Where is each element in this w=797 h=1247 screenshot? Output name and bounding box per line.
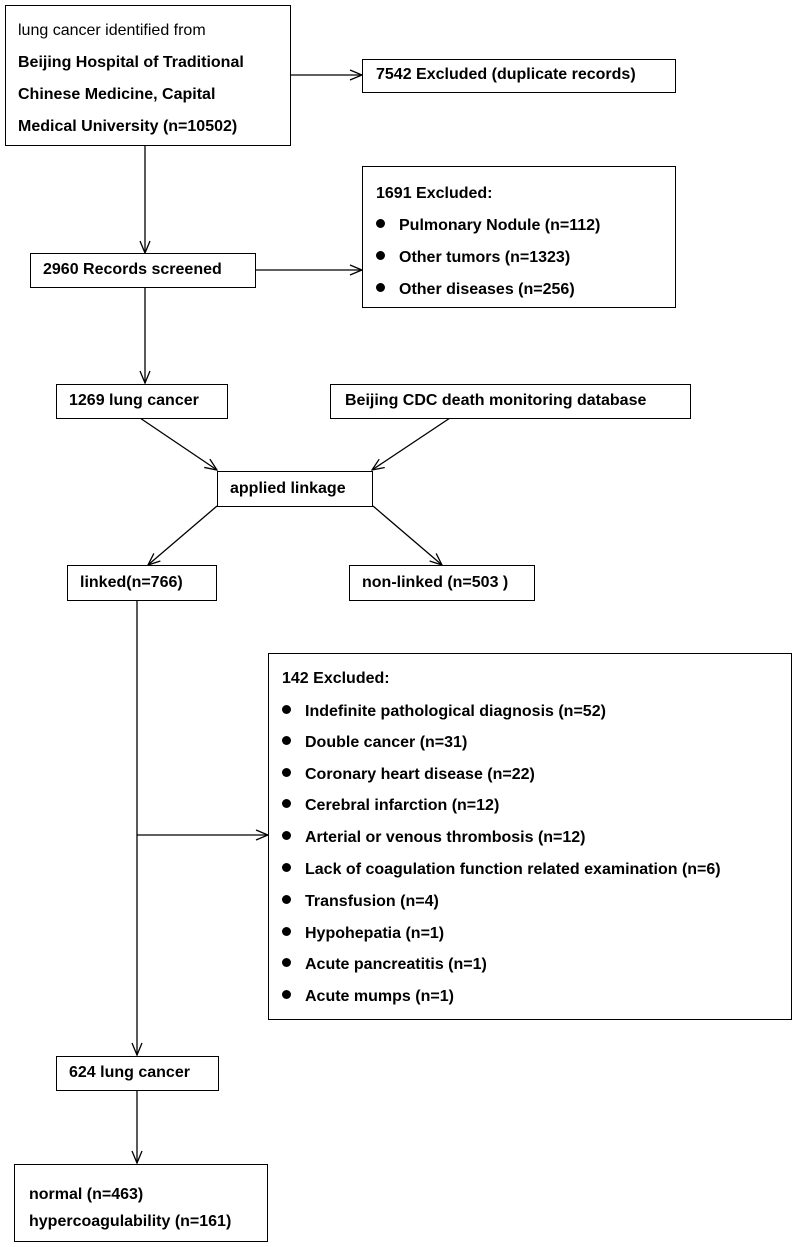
nonlinked-label: non-linked (n=503 )	[362, 574, 509, 591]
bullet-icon	[376, 251, 385, 261]
arrow-linkage-to-nonlinked	[372, 505, 442, 565]
bullet-icon	[282, 705, 291, 715]
source-box: lung cancer identified from Beijing Hosp…	[5, 5, 291, 146]
excluded-142-title: 142 Excluded:	[282, 670, 390, 687]
screened-box: 2960 Records screened	[30, 253, 256, 288]
excluded-1691-box: 1691 Excluded: Pulmonary Nodule (n=112) …	[362, 166, 676, 308]
bullet-icon	[282, 831, 291, 841]
list-item: Transfusion (n=4)	[282, 893, 439, 911]
linkage-label: applied linkage	[230, 480, 346, 497]
source-line: Medical University (n=10502)	[18, 118, 238, 135]
list-item: Indefinite pathological diagnosis (n=52)	[282, 703, 606, 721]
list-item: Cerebral infarction (n=12)	[282, 797, 499, 815]
linked-box: linked(n=766)	[67, 565, 217, 601]
list-item: Double cancer (n=31)	[282, 734, 467, 752]
list-item: Other diseases (n=256)	[376, 281, 575, 299]
list-item: Lack of coagulation function related exa…	[282, 861, 721, 879]
list-item: Other tumors (n=1323)	[376, 249, 570, 267]
arrow-linkage-to-linked	[148, 505, 218, 565]
bullet-icon	[282, 958, 291, 968]
bullet-icon	[282, 736, 291, 746]
list-item: Hypohepatia (n=1)	[282, 925, 444, 943]
excluded-duplicates-box: 7542 Excluded (duplicate records)	[362, 59, 676, 93]
lung-624-box: 624 lung cancer	[56, 1056, 219, 1091]
cdc-box: Beijing CDC death monitoring database	[330, 384, 691, 419]
excluded-duplicates-label: 7542 Excluded (duplicate records)	[376, 66, 636, 83]
source-line: Beijing Hospital of Traditional	[18, 54, 244, 71]
screened-label: 2960 Records screened	[43, 261, 222, 278]
bullet-icon	[282, 799, 291, 809]
list-item: Coronary heart disease (n=22)	[282, 766, 535, 784]
outcome-line: normal (n=463)	[29, 1186, 144, 1203]
source-line: Chinese Medicine, Capital	[18, 86, 216, 103]
bullet-icon	[282, 990, 291, 1000]
arrow-cdc-to-linkage	[372, 417, 451, 470]
bullet-icon	[282, 863, 291, 873]
lung-624-label: 624 lung cancer	[69, 1064, 190, 1081]
bullet-icon	[282, 895, 291, 905]
list-item: Acute mumps (n=1)	[282, 988, 454, 1006]
lung-1269-box: 1269 lung cancer	[56, 384, 228, 419]
excluded-142-box: 142 Excluded: Indefinite pathological di…	[268, 653, 792, 1020]
linked-label: linked(n=766)	[80, 574, 183, 591]
outcome-box: normal (n=463) hypercoagulability (n=161…	[14, 1164, 268, 1242]
excluded-1691-title: 1691 Excluded:	[376, 185, 493, 202]
bullet-icon	[282, 927, 291, 937]
bullet-icon	[282, 768, 291, 778]
list-item: Pulmonary Nodule (n=112)	[376, 217, 600, 235]
bullet-icon	[376, 283, 385, 293]
outcome-line: hypercoagulability (n=161)	[29, 1213, 232, 1230]
linkage-box: applied linkage	[217, 471, 373, 507]
arrow-1269-to-linkage	[139, 417, 217, 470]
bullet-icon	[376, 219, 385, 229]
lung-1269-label: 1269 lung cancer	[69, 392, 199, 409]
source-line: lung cancer identified from	[18, 22, 206, 39]
list-item: Acute pancreatitis (n=1)	[282, 956, 487, 974]
nonlinked-box: non-linked (n=503 )	[349, 565, 535, 601]
list-item: Arterial or venous thrombosis (n=12)	[282, 829, 586, 847]
cdc-label: Beijing CDC death monitoring database	[345, 392, 647, 409]
